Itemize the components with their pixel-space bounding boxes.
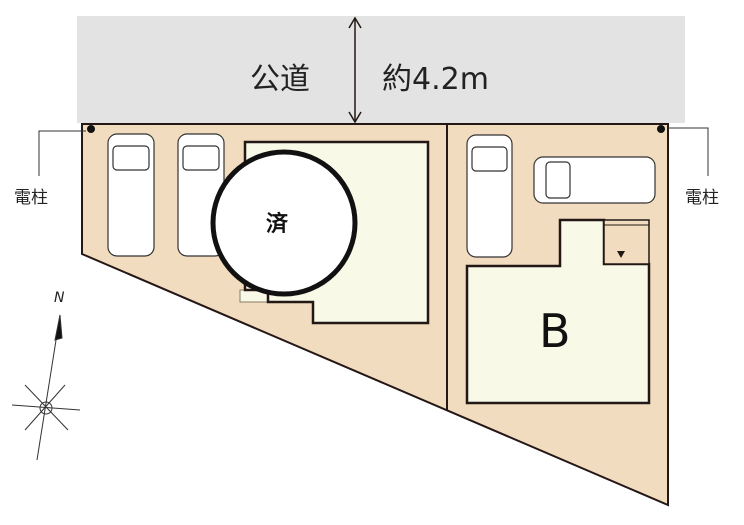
entrance-marker-icon <box>617 251 625 258</box>
compass-icon <box>11 314 81 461</box>
utility-pole-left <box>87 125 95 133</box>
utility-pole-right-label: 電柱 <box>685 188 719 208</box>
north-label: N <box>54 290 65 306</box>
lot-b-label: B <box>539 304 571 358</box>
road-width-label: 約4.2m <box>382 62 489 97</box>
pole-leader-right <box>668 127 709 176</box>
sold-badge <box>210 149 358 297</box>
pole-leader-left <box>38 130 86 176</box>
utility-pole-left-label: 電柱 <box>14 188 48 208</box>
utility-pole-right <box>657 125 665 133</box>
car-icon <box>107 133 656 258</box>
road-label: 公道 <box>250 62 310 97</box>
entrance-porch-b <box>603 219 650 265</box>
road-width-arrow <box>348 16 362 124</box>
sold-label: 済 <box>266 212 289 237</box>
public-road <box>77 16 685 123</box>
